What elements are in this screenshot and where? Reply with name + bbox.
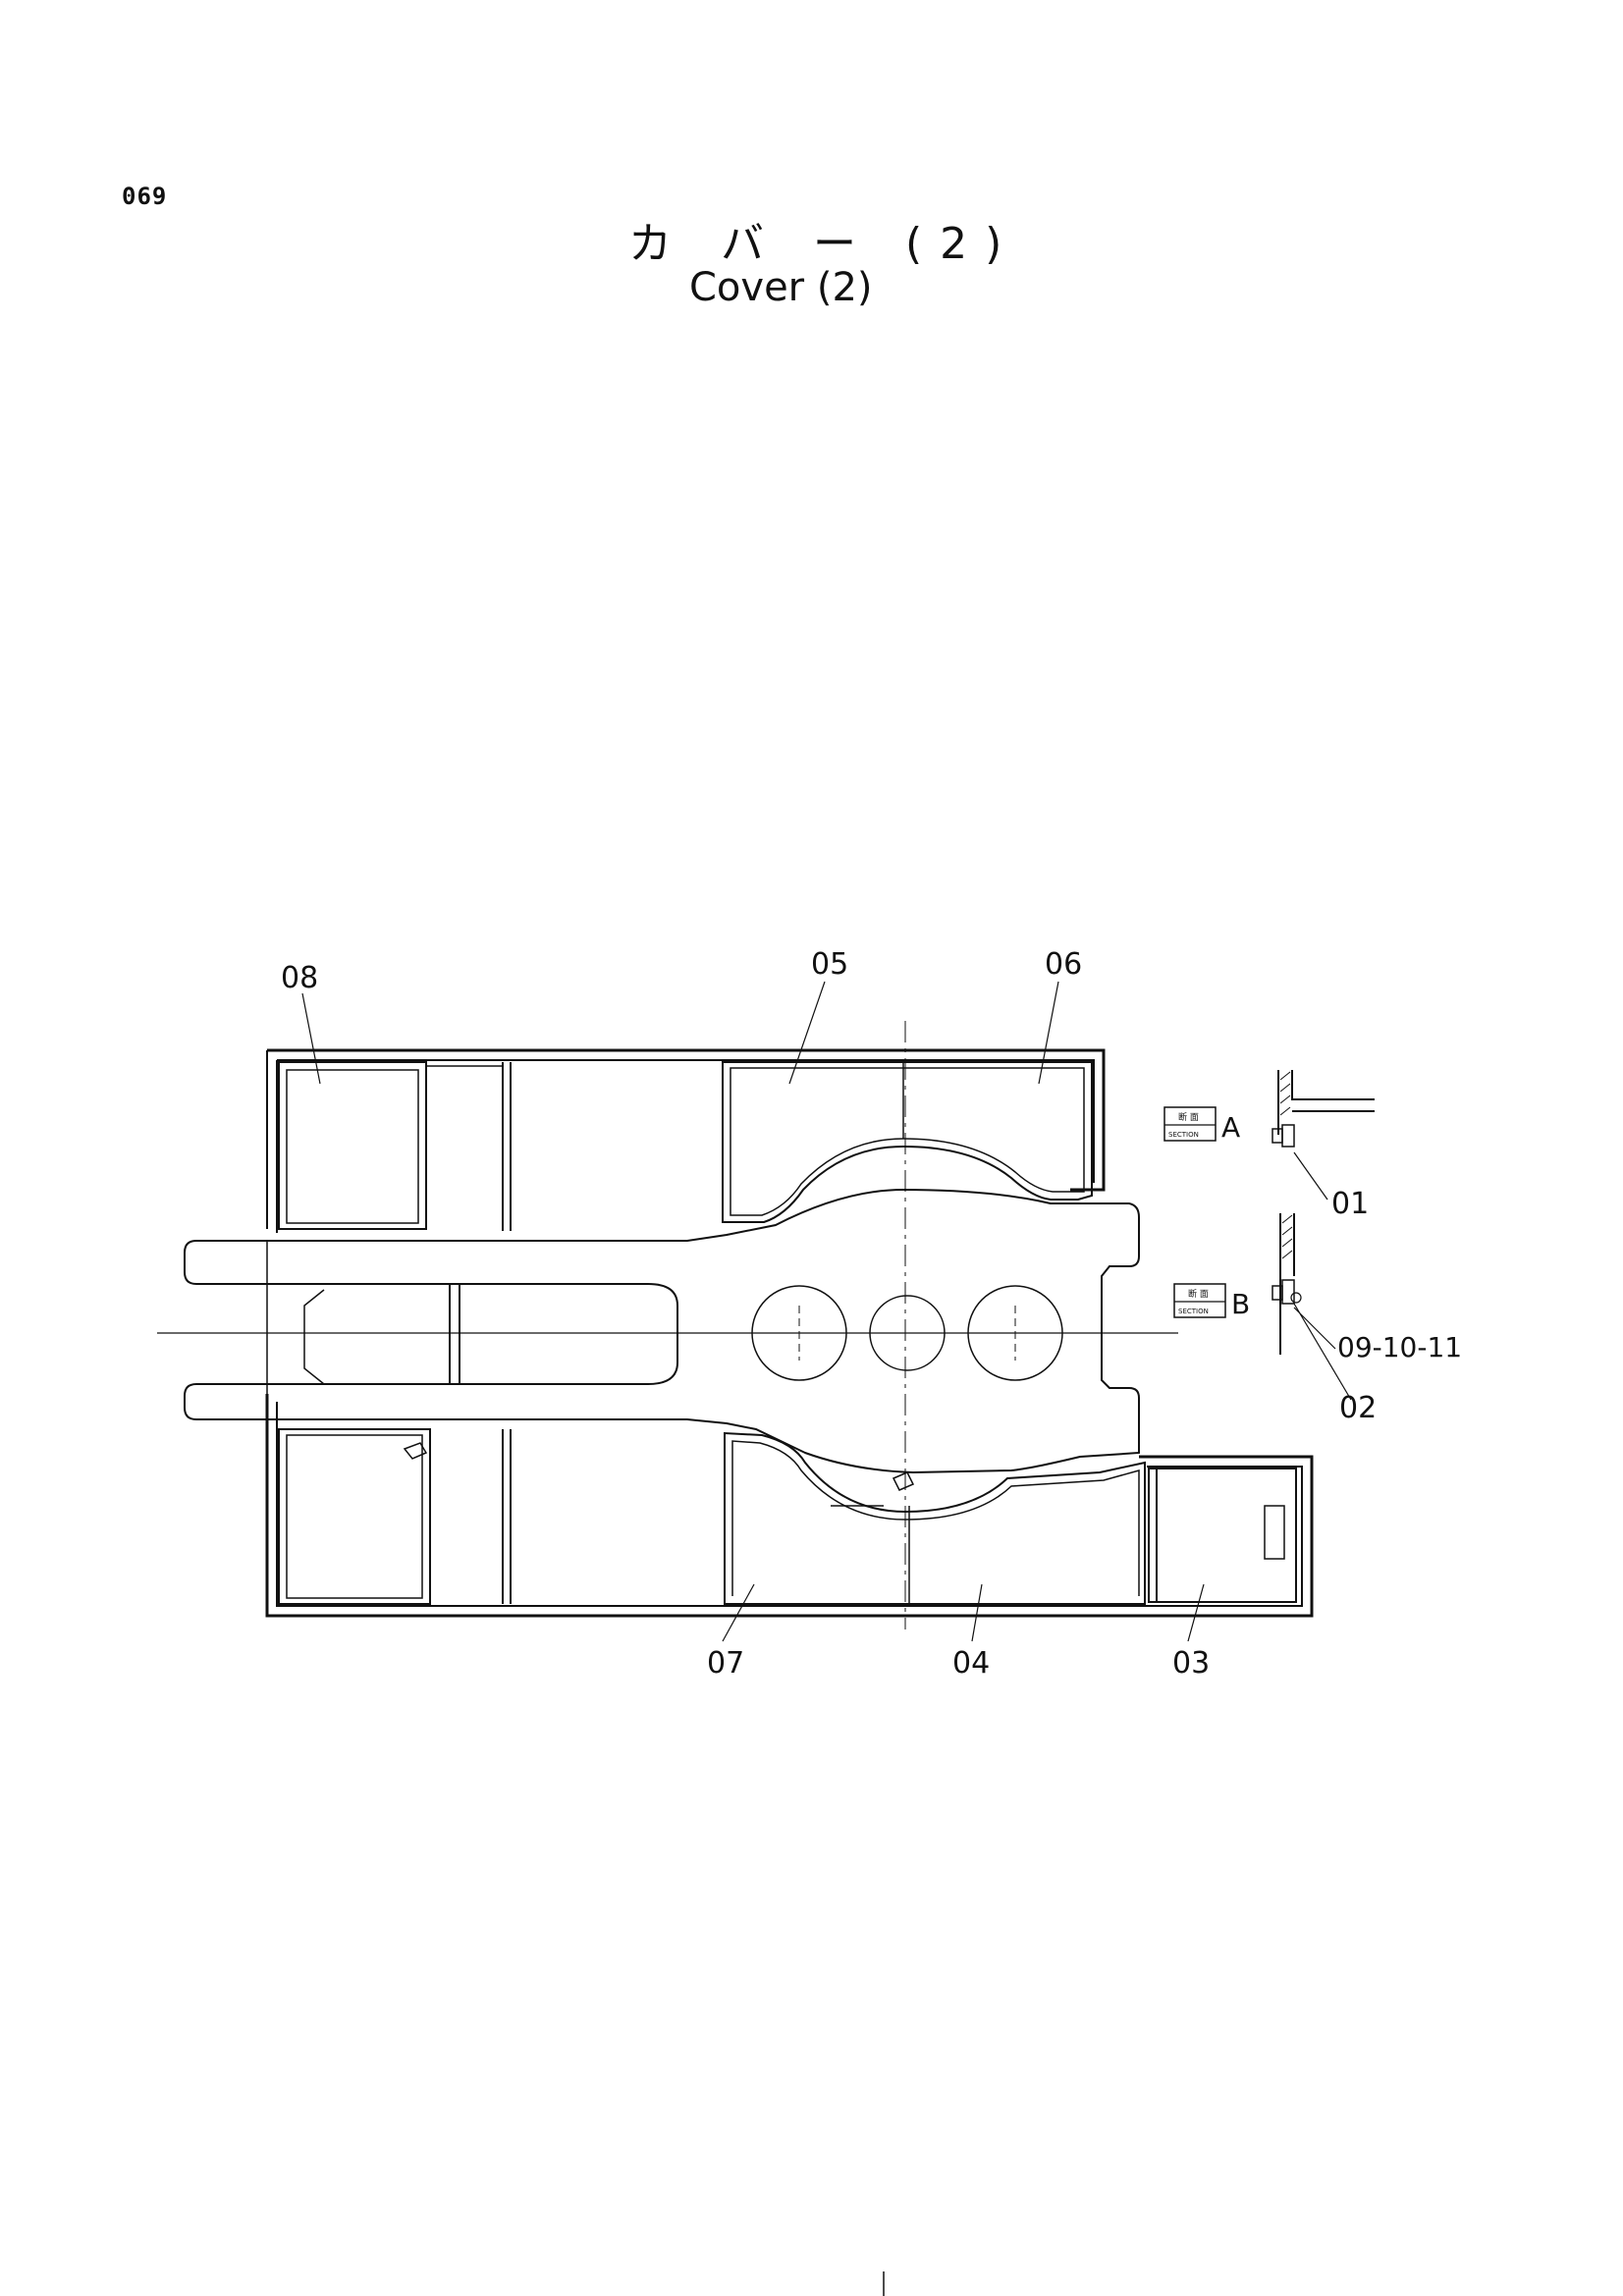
upper-frame <box>266 1048 1106 1233</box>
callout-08: 08 <box>281 961 318 995</box>
panel-08 <box>278 1061 512 1231</box>
callout-02: 02 <box>1339 1391 1377 1425</box>
section-a-label: A <box>1221 1111 1240 1144</box>
centre-axis <box>157 1021 1178 1629</box>
lower-frame <box>265 1394 1314 1618</box>
callout-03: 03 <box>1172 1646 1210 1681</box>
panels-07-04 <box>724 1431 1146 1605</box>
page-number: 069 <box>122 183 168 210</box>
callout-01: 01 <box>1331 1187 1369 1221</box>
callout-04: 04 <box>952 1646 990 1681</box>
section-b-caption: SECTION <box>1178 1308 1209 1315</box>
section-b-label: B <box>1231 1288 1250 1320</box>
section-a-caption: SECTION <box>1168 1131 1199 1139</box>
callout-09-10-11: 09-10-11 <box>1337 1331 1462 1363</box>
callout-05: 05 <box>811 947 848 982</box>
section-b-kanji: 断 面 <box>1188 1288 1209 1300</box>
section-b-detail: 断 面 SECTION B <box>1173 1213 1302 1355</box>
page-title-japanese: カ バ ー (2) <box>628 219 1020 269</box>
centre-frame <box>184 1188 1140 1474</box>
callout-06: 06 <box>1045 947 1082 982</box>
callout-labels: 08 05 06 07 04 03 01 02 09-10-11 <box>281 947 1462 1681</box>
callout-leaders <box>301 981 1352 1642</box>
callout-07: 07 <box>707 1646 744 1681</box>
panels-05-06 <box>722 1061 1093 1223</box>
panel-03 <box>1148 1468 1297 1603</box>
section-a-kanji: 断 面 <box>1178 1111 1199 1123</box>
page-title-english: Cover (2) <box>689 265 873 310</box>
lower-left-panel <box>278 1428 512 1605</box>
section-a-detail: 断 面 SECTION A <box>1163 1070 1375 1148</box>
